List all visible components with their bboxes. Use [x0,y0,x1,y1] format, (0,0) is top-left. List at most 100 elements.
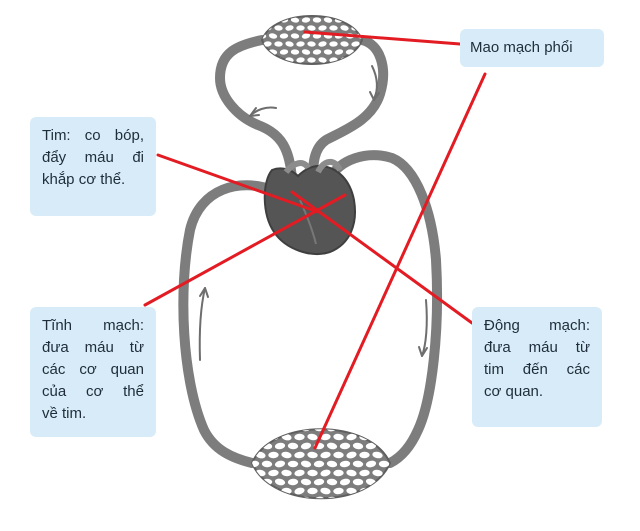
capillary-cell [378,478,390,486]
capillary-cell [263,41,272,47]
capillary-cell [333,469,344,477]
capillary-cell [326,460,338,468]
capillary-cell [301,49,311,55]
capillary-cell [356,49,362,55]
capillary-cell [268,469,279,477]
pulmonary-artery [214,35,297,185]
capillary-cell [252,442,260,450]
capillary-cell [281,469,292,477]
capillary-cell [252,429,260,432]
capillary-cell [356,17,362,23]
capillary-cell [340,41,349,47]
capillary-cell [301,17,311,23]
capillary-cell [320,433,331,441]
capillary-cell [307,469,318,477]
capillary-cell [326,442,338,450]
capillary-cell [312,49,322,55]
pointer-line-heart [156,153,320,214]
capillary-cell [320,487,331,495]
capillary-cell [352,478,364,486]
lung-capillary-network [260,15,364,65]
capillary-cell [274,442,286,450]
vena-cava [178,180,277,468]
capillary-cell [290,33,300,39]
capillary-cell [274,25,283,31]
capillary-cell [290,17,300,23]
capillary-cell [262,49,267,55]
capillary-cell [352,496,364,499]
capillary-cell [318,25,327,31]
capillary-cell [313,460,325,468]
capillary-cell [378,496,390,499]
capillary-cell [274,460,286,468]
label-arteries-line-4: cơ quan. [484,383,544,400]
capillary-cell [287,442,299,450]
label-veins-line-3: các cơ quan [42,361,144,378]
capillary-cell [255,487,266,495]
capillary-cell [268,33,278,39]
capillary-cell [345,17,355,23]
capillary-cell [333,487,344,495]
capillary-cell [274,496,286,499]
label-veins-line-2: đưa máu từ [42,339,144,356]
capillary-cell [274,429,286,432]
capillary-cell [300,442,312,450]
capillary-cell [255,433,266,441]
capillary-cell [296,41,305,47]
pointer-lines [143,30,487,450]
label-veins-line-4: của cơ thể [42,383,144,400]
capillary-cell [346,433,357,441]
capillary-cell [340,25,349,31]
label-arteries: Động mạch: đưa máu từ tim đến các cơ qua… [472,307,602,427]
capillary-cell [352,460,364,468]
aorta [325,150,442,468]
flow-arrow-pulmonary-left [249,106,277,117]
capillary-cell [252,478,260,486]
capillary-cell [329,41,338,47]
capillary-cell [312,17,322,23]
capillary-cell [296,25,305,31]
label-arteries-line-2: đưa máu từ [484,339,590,356]
capillary-cell [326,478,338,486]
capillary-cell [262,17,267,23]
label-arteries-line-1: Động mạch: [484,317,590,334]
capillary-cell [365,460,377,468]
label-arteries-line-3: tim đến các [484,361,590,378]
capillary-cell [287,478,299,486]
capillary-cell [281,451,292,459]
capillary-cell [274,41,283,47]
capillary-cell [307,451,318,459]
capillary-cell [372,469,383,477]
capillary-cell [307,433,318,441]
flow-arrow-arterial [418,299,428,357]
capillary-cell [307,487,318,495]
capillary-cell [290,49,300,55]
flow-arrow-venous [198,287,209,361]
capillary-cell [346,451,357,459]
capillary-cell [296,57,305,63]
capillary-cell [287,429,299,432]
capillary-cell [372,487,383,495]
capillary-cell [287,460,299,468]
capillary-cell [261,460,273,468]
label-heart: Tim: co bóp, đẩy máu đi khắp cơ thể. [30,117,156,216]
capillary-cell [307,25,316,31]
capillary-cell [268,451,279,459]
capillary-cell [294,469,305,477]
capillary-cell [323,17,333,23]
label-veins: Tĩnh mạch: đưa máu từ các cơ quan của cơ… [30,307,156,437]
pointer-line-veins [143,193,347,307]
pulmonary-vein [308,35,389,185]
label-veins-line-5: về tim. [42,405,87,422]
capillary-cell [263,57,272,63]
capillary-cell [365,429,377,432]
capillary-cell [339,478,351,486]
flow-arrows [198,65,428,361]
capillary-cell [351,41,360,47]
capillary-cell [294,433,305,441]
capillary-cell [313,478,325,486]
capillary-cell [352,429,364,432]
capillary-cell [333,451,344,459]
capillary-cell [318,41,327,47]
capillary-cell [294,451,305,459]
